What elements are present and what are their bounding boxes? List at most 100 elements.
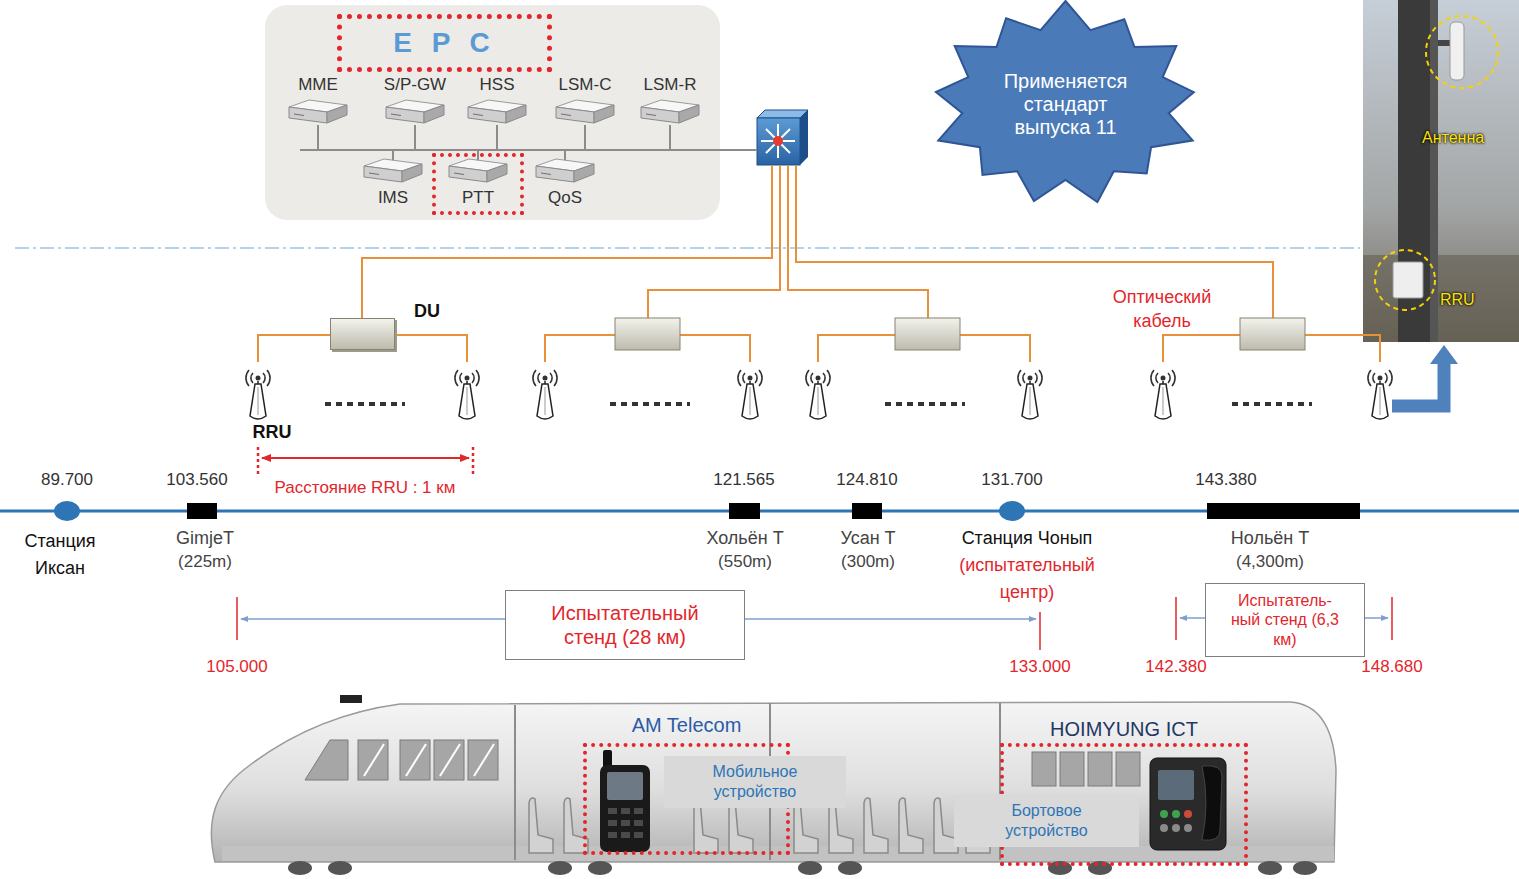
- photo-pointer-arrow: [1392, 345, 1458, 406]
- antenna-symbol: [806, 370, 830, 419]
- terminal-screen: [1158, 770, 1194, 800]
- optical-cable: [1305, 335, 1380, 362]
- server-side: [327, 105, 347, 123]
- rru-distance: [258, 447, 473, 474]
- tunnel-length: (550m): [718, 552, 772, 572]
- du-units: [615, 318, 1305, 350]
- du-unit: [615, 318, 680, 350]
- switch-top: [757, 110, 808, 118]
- bus-stub: [496, 125, 498, 150]
- vendor-group: AM TelecomМобильное устройство: [583, 743, 790, 855]
- server-side: [506, 105, 526, 123]
- server-led: [369, 173, 379, 175]
- kilometer-mark: 103.560: [166, 470, 227, 490]
- tunnel-length: (4,300m): [1236, 552, 1304, 572]
- key: [634, 808, 643, 814]
- photo-callout: RRU: [1440, 290, 1475, 309]
- test-stand-label: Испытатель- ный стенд (6,3 км): [1229, 591, 1341, 649]
- label-anchor: 124.810: [836, 470, 897, 490]
- core-network-title: E P C: [337, 14, 552, 72]
- switch-side: [800, 110, 808, 165]
- epc-core-panel: E P CMMES/P-GWHSSLSM-CLSM-RIMSPTTQoS: [265, 5, 720, 220]
- device-label: Мобильное устройство: [680, 762, 830, 802]
- tunnel-name: Нольён T: [1231, 528, 1309, 550]
- label-anchor: 121.565: [713, 470, 774, 490]
- server-icon: [467, 99, 527, 125]
- antenna-symbol: [1151, 370, 1175, 419]
- antenna-symbol: [455, 370, 479, 419]
- mobile-handset: [600, 750, 650, 852]
- optical-cable: [1163, 335, 1240, 362]
- ellipsis-line: [885, 402, 965, 406]
- ellipsis-line: [610, 402, 690, 406]
- antenna-symbol: [738, 370, 762, 419]
- callout-text: Применяется стандарт выпуска 11: [986, 70, 1146, 139]
- key: [621, 832, 630, 838]
- train-body: [211, 702, 1336, 862]
- label-anchor: 89.700: [41, 470, 93, 490]
- server-name: IMS: [378, 188, 408, 208]
- bus-stub: [317, 125, 319, 150]
- station-dot: [54, 501, 80, 521]
- label-anchor: Расстояние RRU : 1 км: [275, 478, 456, 498]
- bus-stub: [564, 150, 566, 161]
- tunnel-name: Хольён T: [706, 528, 783, 550]
- server-node: LSM-C: [545, 75, 625, 131]
- server-side: [487, 164, 507, 182]
- antenna-symbol: [1018, 370, 1042, 419]
- photo-highlight: [1426, 16, 1498, 88]
- server-front: [386, 107, 424, 123]
- optical-cable: [258, 335, 330, 362]
- key: [621, 820, 630, 826]
- key: [621, 808, 630, 814]
- server-side: [594, 105, 614, 123]
- terminal-button: [1184, 810, 1192, 818]
- server-led: [646, 114, 656, 116]
- antenna-symbol: [246, 370, 270, 419]
- antenna-symbol: [1368, 370, 1392, 419]
- test-stand-label: Испытательный стенд (28 км): [540, 601, 710, 649]
- label-anchor: RRU: [253, 422, 292, 444]
- server-front: [449, 166, 487, 182]
- kilometer-mark: 133.000: [1009, 657, 1070, 677]
- optical-cable: [545, 335, 615, 362]
- wheel: [328, 861, 352, 875]
- pointer-head: [1430, 345, 1458, 364]
- server-side: [402, 164, 422, 182]
- bus-stub: [392, 150, 394, 161]
- device-tag: Мобильное устройство: [664, 756, 846, 808]
- wheel: [798, 861, 822, 875]
- handset-screen: [607, 772, 643, 800]
- vendor-name: AM Telecom: [587, 713, 786, 737]
- photo-highlight: [1375, 250, 1435, 310]
- test-stand-box: Испытатель- ный стенд (6,3 км): [1205, 583, 1365, 657]
- device-label: Бортовое устройство: [972, 801, 1122, 841]
- station-name: Станция Иксан: [10, 528, 110, 582]
- handset-keys: [608, 808, 643, 838]
- wheel: [548, 861, 572, 875]
- tunnel-length: (300m): [841, 552, 895, 572]
- label-anchor: 103.560: [166, 470, 227, 490]
- label-anchor: Нольён T: [1231, 528, 1309, 550]
- handset-body: [600, 765, 650, 852]
- antenna-symbol: [533, 370, 557, 419]
- cable-note: Оптический кабель: [1097, 285, 1227, 333]
- wheel: [288, 861, 312, 875]
- key: [608, 832, 617, 838]
- tunnel-block: [1207, 503, 1360, 519]
- label-anchor: GimjeT: [176, 528, 234, 550]
- server-name: S/P-GW: [384, 75, 446, 95]
- du-unit: [895, 318, 960, 350]
- bracket-tick: [1039, 612, 1041, 650]
- label-anchor: 133.000: [1009, 657, 1070, 677]
- car-divider: [514, 705, 516, 860]
- station-name: Станция Чонып: [962, 528, 1093, 550]
- terminal-button: [1160, 824, 1168, 832]
- tunnel-length: (225m): [178, 552, 232, 572]
- train-window: [1032, 752, 1056, 786]
- server-name: LSM-C: [559, 75, 612, 95]
- train-window: [1088, 752, 1112, 786]
- label-anchor: Станция Иксан: [10, 528, 110, 582]
